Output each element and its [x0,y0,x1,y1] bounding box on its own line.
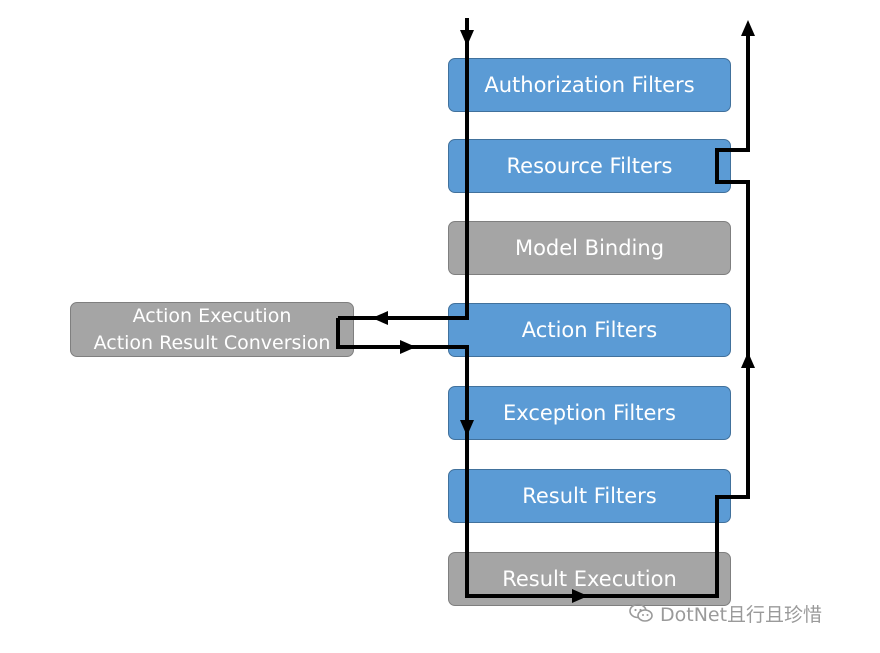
action-filters-box: Action Filters [448,303,731,357]
arrow-down-top [460,30,474,46]
result-execution-label: Result Execution [502,567,677,591]
exception-filters-box: Exception Filters [448,386,731,440]
wechat-icon [629,603,653,622]
model-binding-label: Model Binding [514,236,665,260]
action-filters-label: Action Filters [521,318,658,342]
exception-filters-label: Exception Filters [503,401,676,425]
action-execution-box: Action Execution Action Result Conversio… [70,302,354,357]
arrow-left-action [372,311,388,325]
authorization-filters-box: Authorization Filters [448,58,731,112]
result-execution-box: Result Execution [448,552,731,606]
watermark: DotNet且行且珍惜 [628,600,822,626]
action-execution-label: Action Execution [132,304,292,327]
resource-filters-box: Resource Filters [448,139,731,193]
action-result-conversion-label: Action Result Conversion [93,331,331,354]
arrow-right-action [400,340,416,354]
arrow-up-top [741,20,755,36]
model-binding-box: Model Binding [448,221,731,275]
result-filters-box: Result Filters [448,469,731,523]
arrow-up-action-right [741,352,755,368]
watermark-text: DotNet且行且珍惜 [660,603,823,626]
result-filters-label: Result Filters [522,484,657,508]
resource-filters-label: Resource Filters [506,154,673,178]
authorization-filters-label: Authorization Filters [484,73,695,97]
